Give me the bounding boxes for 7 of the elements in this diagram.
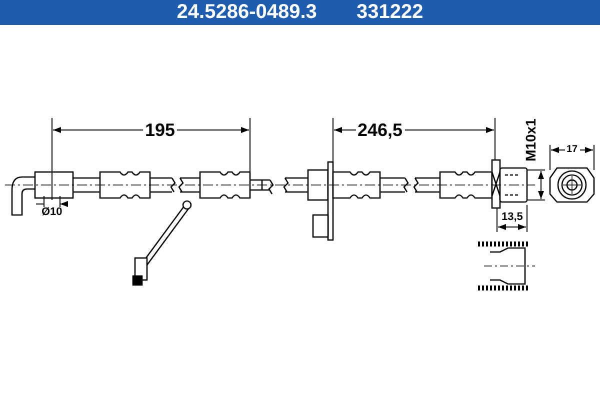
dimension-label: 246,5	[356, 121, 405, 139]
dimension-label: Ø10	[40, 206, 64, 218]
dimension-label: 195	[143, 121, 178, 139]
dimension-label: M10x1	[522, 116, 537, 164]
dimension-label: 17	[564, 145, 580, 155]
dimension-label: 13,5	[500, 212, 525, 222]
title: 24.5286-0489.3 331222	[176, 1, 424, 24]
